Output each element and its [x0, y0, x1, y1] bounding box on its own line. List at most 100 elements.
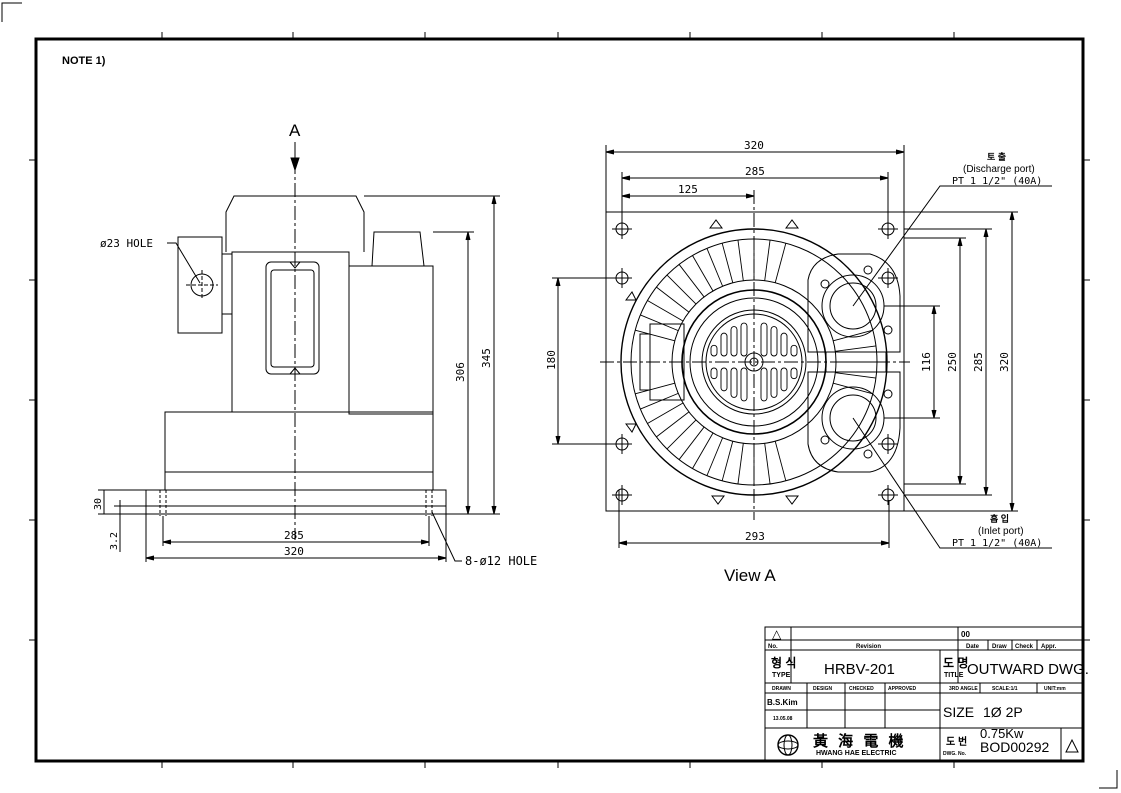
type-korean: 형 식 — [771, 655, 796, 670]
title-block — [764, 626, 1084, 762]
housing-fin — [635, 329, 675, 342]
housing-fin — [656, 411, 690, 438]
housing-fin — [647, 402, 684, 424]
dim-125: 125 — [678, 183, 698, 196]
housing-fin — [656, 286, 690, 313]
inlet-korean: 흡 입 — [990, 513, 1009, 524]
zone-ticks — [29, 32, 1090, 768]
grille-slot — [730, 367, 738, 398]
corner-mark-bottom-right — [1099, 770, 1118, 789]
drawn-date: 13.05.08 — [773, 716, 793, 722]
grille-slot — [730, 326, 738, 357]
appr-label: Appr. — [1041, 644, 1057, 650]
unit-label: UNIT:mm — [1044, 686, 1066, 692]
housing-fins — [635, 239, 877, 485]
drawn-by: B.S.Kim — [767, 698, 798, 707]
revision-symbol: △ — [772, 627, 782, 641]
dim-345: 345 — [480, 348, 493, 368]
housing-fin — [833, 329, 873, 342]
grille-slot — [770, 367, 778, 398]
company-english: HWANG HAE ELECTRIC — [816, 750, 897, 757]
hole-bottom-label: 8-ø12 HOLE — [465, 554, 537, 568]
grille-slot — [720, 332, 728, 357]
housing-fin — [640, 314, 679, 332]
grille-slot — [780, 367, 788, 392]
scale-label: SCALE:1/1 — [992, 686, 1018, 692]
title-english: TITLE — [944, 672, 964, 679]
housing-fin — [640, 392, 679, 410]
title-korean: 도 명 — [943, 656, 968, 670]
no-label: No. — [768, 644, 778, 650]
housing-fin — [692, 255, 714, 292]
housing-fin — [833, 382, 873, 395]
check-label: Check — [1015, 644, 1034, 650]
housing-fin — [721, 243, 734, 283]
housing-fin — [721, 441, 734, 481]
dim-250: 250 — [946, 352, 959, 372]
housing-fin — [737, 239, 744, 281]
approved-label: APPROVED — [888, 686, 916, 692]
housing-fin — [835, 345, 877, 352]
housing-fin — [635, 382, 675, 395]
fan-grille — [710, 322, 798, 402]
drawing-border — [34, 37, 1085, 763]
design-label: DESIGN — [813, 686, 833, 692]
dim-320-right: 320 — [998, 352, 1011, 372]
dwg-no-korean: 도 번 — [946, 735, 967, 748]
grille-slot — [710, 344, 718, 357]
drawn-label: DRAWN — [772, 686, 791, 692]
discharge-spec: PT 1 1/2" (40A) — [952, 176, 1042, 187]
dwg-no-value: BOD00292 — [980, 739, 1049, 755]
size-label: SIZE — [943, 704, 974, 720]
grille-slot — [740, 322, 748, 357]
grille-slot — [790, 344, 798, 357]
housing-fin — [764, 443, 771, 485]
housing-fin — [774, 441, 787, 481]
housing-fin — [774, 243, 787, 283]
date-label: Date — [966, 644, 980, 650]
grille-slot — [740, 367, 748, 402]
note-label: NOTE 1) — [62, 55, 106, 67]
front-view — [552, 145, 1052, 549]
grille-slot — [720, 367, 728, 392]
angle-label: 3RD ANGLE — [949, 686, 978, 692]
type-english: TYPE — [772, 672, 791, 679]
hole-top-label: ø23 HOLE — [100, 237, 153, 250]
housing-fin — [706, 437, 724, 476]
grille-slot — [760, 322, 768, 357]
dim-320-side: 320 — [284, 545, 304, 558]
view-arrow-label: A — [289, 121, 301, 140]
dim-3-2: 3.2 — [109, 532, 120, 550]
housing-fin — [706, 248, 724, 287]
housing-fin — [737, 443, 744, 485]
revision-label: Revision — [856, 644, 881, 650]
dim-293: 293 — [745, 530, 765, 543]
grille-slot — [760, 367, 768, 402]
draw-label: Draw — [992, 644, 1007, 650]
size-value: 1Ø 2P — [983, 704, 1023, 720]
dim-285-side: 285 — [284, 529, 304, 542]
housing-fin — [678, 264, 705, 298]
grille-slot — [790, 367, 798, 380]
dim-180: 180 — [545, 350, 558, 370]
type-value: HRBV-201 — [824, 661, 895, 678]
housing-fin — [666, 274, 697, 305]
dim-320-top: 320 — [744, 139, 764, 152]
grille-slot — [770, 326, 778, 357]
side-view — [98, 142, 500, 562]
grille-slot — [780, 332, 788, 357]
inlet-spec: PT 1 1/2" (40A) — [952, 538, 1042, 549]
housing-fin — [764, 239, 771, 281]
dim-285-right: 285 — [972, 352, 985, 372]
corner-mark-top-left — [1, 2, 22, 22]
dim-116: 116 — [920, 352, 933, 372]
housing-fin — [647, 300, 684, 322]
grille-slot — [710, 367, 718, 380]
housing-fin — [666, 419, 697, 450]
title-block-text: △ 00 No. Revision Date Draw Check Appr. … — [767, 627, 1089, 757]
dim-306: 306 — [454, 362, 467, 382]
discharge-korean: 토 출 — [987, 151, 1006, 162]
housing-fin — [692, 432, 714, 469]
power-value: 0.75Kw — [980, 726, 1024, 741]
